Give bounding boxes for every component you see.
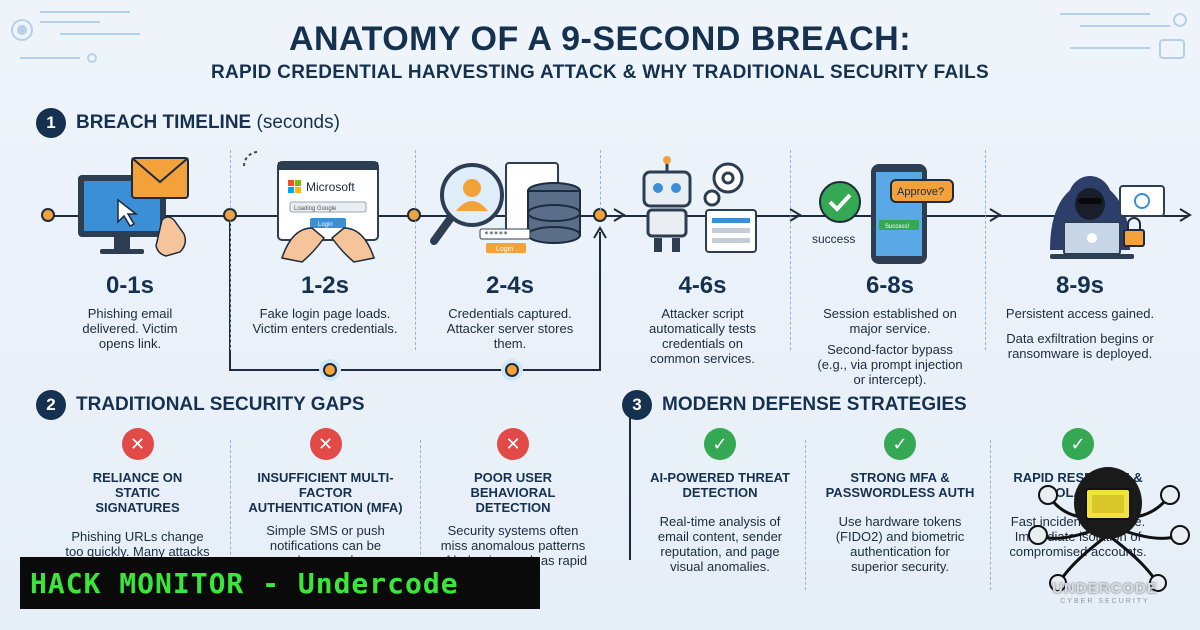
timeline-stage-4: 4-6s Attacker script automatically tests… — [620, 272, 785, 366]
gap-card-1: ✕ RELIANCE ON STATIC SIGNATURES Phishing… — [55, 428, 220, 574]
section-title-timeline-suffix: (seconds) — [256, 112, 340, 133]
page-title: ANATOMY OF A 9-SECOND BREACH: — [288, 20, 912, 58]
undercode-logo-subtext: CYBER SECURITY — [1060, 598, 1150, 605]
gap-description: Phishing URLs change too quickly. Many a… — [65, 529, 210, 574]
gap-title: INSUFFICIENT MULTI-FACTOR AUTHENTICATION… — [248, 470, 403, 515]
stage-description: Credentials captured. Attacker server st… — [446, 306, 574, 351]
section-title-timeline: BREACH TIMELINE (seconds) — [76, 112, 340, 134]
check-mark-icon: ✓ — [884, 428, 916, 460]
timeline-stage-1: 0-1s Phishing email delivered. Victim op… — [40, 272, 220, 351]
success-check-icon — [819, 181, 861, 223]
card-divider — [805, 440, 806, 590]
page-subtitle: RAPID CREDENTIAL HARVESTING ATTACK & WHY… — [210, 62, 990, 83]
stage-divider — [230, 150, 231, 350]
x-mark-icon: ✕ — [121, 428, 154, 460]
stage-description-2: Second-factor bypass (e.g., via prompt i… — [817, 342, 963, 387]
microsoft-label: Microsoft — [306, 180, 355, 194]
stage-time: 6-8s — [865, 272, 915, 299]
undercode-logo-text: UNDERCODE — [1052, 580, 1158, 597]
gap-card-2: ✕ INSUFFICIENT MULTI-FACTOR AUTHENTICATI… — [238, 428, 413, 568]
timeline-stage-2: 1-2s Fake login page loads. Victim enter… — [240, 272, 410, 336]
stage-divider — [415, 150, 416, 350]
svg-text:*****: ***** — [484, 230, 508, 239]
hacker-laptop-icon — [1050, 176, 1165, 259]
stage-divider — [790, 150, 791, 350]
stage-description: Persistent access gained. — [1005, 306, 1155, 321]
phone-success-label: Success! — [885, 224, 910, 230]
stage-description: Attacker script automatically tests cred… — [649, 306, 756, 366]
timeline-node — [407, 208, 421, 222]
loading-label: Loading Google — [294, 206, 337, 212]
login-button-label-2: Login — [496, 246, 513, 253]
approve-label: Approve? — [897, 186, 944, 198]
hack-monitor-banner: HACK MONITOR - Undercode — [20, 557, 540, 609]
stage-divider — [600, 150, 601, 210]
stage-time: 0-1s — [105, 272, 155, 299]
defense-description: Use hardware tokens (FIDO2) and biometri… — [835, 514, 965, 574]
defense-card-2: ✓ STRONG MFA & PASSWORDLESS AUTH Use har… — [815, 428, 985, 574]
undercode-octopus-logo — [1028, 467, 1190, 592]
stage-description: Phishing email delivered. Victim opens l… — [82, 306, 178, 351]
check-mark-icon: ✓ — [704, 428, 736, 460]
success-label: success — [812, 232, 856, 246]
stage-time: 2-4s — [485, 272, 535, 299]
stage-description-2: Data exfiltration begins or ransomware i… — [1006, 331, 1154, 361]
defense-description: Real-time analysis of email content, sen… — [657, 514, 783, 574]
timeline-node — [41, 208, 55, 222]
tech-decoration-right — [1060, 13, 1187, 59]
phone-approve-icon: Approve? Success! — [871, 164, 954, 264]
section-3-connector — [629, 400, 631, 560]
section-title-defense: MODERN DEFENSE STRATEGIES — [662, 394, 967, 415]
section-title-gaps: TRADITIONAL SECURITY GAPS — [76, 394, 365, 415]
fake-login-page-icon: Microsoft Loading Google Login — [243, 151, 379, 263]
timeline-stage-5: 6-8s Session established on major servic… — [800, 272, 980, 387]
stage-time: 8-9s — [1055, 272, 1105, 299]
login-button-label: Login — [318, 222, 333, 228]
credential-capture-icon: ***** Login — [430, 162, 581, 253]
section-title-timeline-text: BREACH TIMELINE — [76, 112, 252, 133]
gap-title: RELIANCE ON STATIC SIGNATURES — [92, 470, 183, 515]
section-number-1: 1 — [36, 108, 66, 138]
x-mark-icon: ✕ — [497, 428, 529, 460]
tech-decoration-left — [11, 11, 140, 63]
stage-description: Session established on major service. — [823, 306, 957, 336]
timeline-line — [48, 215, 1188, 217]
defense-card-1: ✓ AI-POWERED THREAT DETECTION Real-time … — [640, 428, 800, 574]
stage-divider — [985, 150, 986, 350]
defense-title: STRONG MFA & PASSWORDLESS AUTH — [825, 470, 975, 500]
stage-time: 4-6s — [678, 272, 727, 299]
defense-title: AI-POWERED THREAT DETECTION — [650, 470, 790, 500]
check-mark-icon: ✓ — [1062, 428, 1094, 460]
timeline-stage-3: 2-4s Credentials captured. Attacker serv… — [425, 272, 595, 351]
monitor-email-icon — [78, 157, 189, 257]
robot-script-icon — [642, 156, 757, 253]
stage-time: 1-2s — [300, 272, 350, 299]
timeline-stage-6: 8-9s Persistent access gained. Data exfi… — [990, 272, 1170, 361]
x-mark-icon: ✕ — [309, 428, 342, 460]
stage-description: Fake login page loads. Victim enters cre… — [252, 306, 398, 336]
card-divider — [230, 440, 231, 590]
card-divider — [990, 440, 991, 590]
card-divider — [420, 440, 421, 590]
section-number-3: 3 — [622, 390, 652, 420]
banner-text: HACK MONITOR - Undercode — [30, 566, 459, 600]
timeline-node — [593, 208, 607, 222]
gap-title: POOR USER BEHAVIORAL DETECTION — [470, 470, 556, 515]
section-number-2: 2 — [36, 390, 66, 420]
